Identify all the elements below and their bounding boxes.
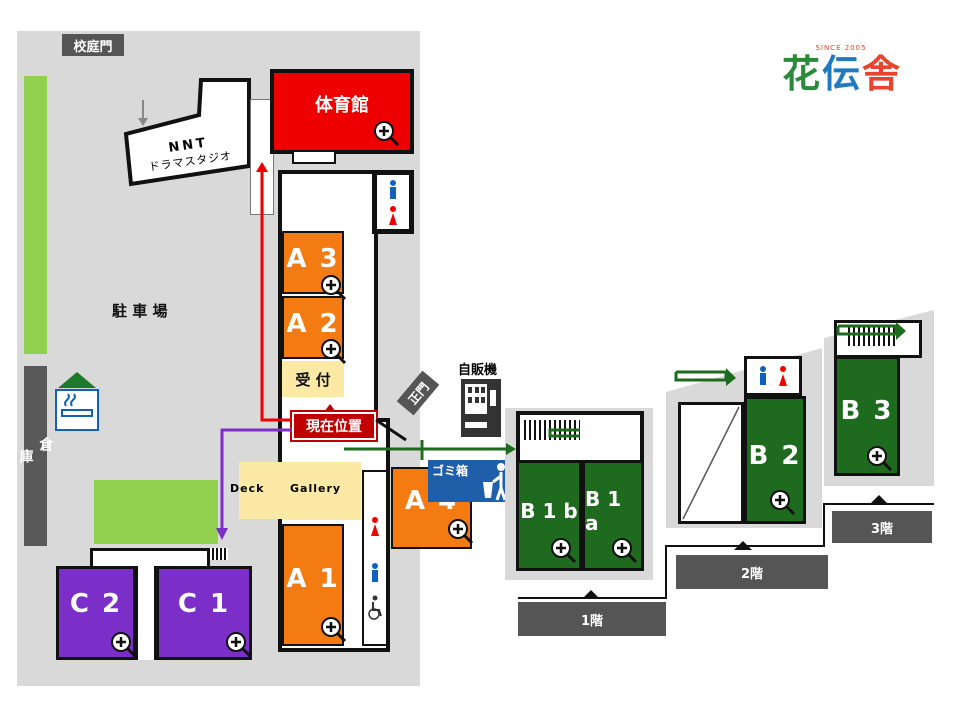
floor3-triangle (870, 495, 888, 504)
reception-label: 受 付 (295, 370, 331, 389)
storage-label-top: 倉 (37, 437, 54, 451)
green-strip (24, 76, 47, 354)
vending-machine-icon (461, 379, 501, 437)
room-c2-label: C 2 (69, 589, 123, 619)
room-a3-label: A 3 (286, 243, 340, 274)
room-b2[interactable]: B 2 (744, 396, 806, 524)
room-c2[interactable]: C 2 (56, 566, 136, 660)
trash-label: ゴミ箱 (432, 464, 469, 478)
current-position-badge: 現在位置 (290, 410, 378, 442)
b1-stairs (524, 420, 580, 440)
floor2-triangle (734, 541, 752, 550)
c-center-corridor (135, 566, 157, 660)
room-a3[interactable]: A 3 (282, 231, 344, 294)
c-stairs (208, 548, 228, 560)
room-b1a-label: B 1 a (585, 486, 622, 535)
restroom-lower (362, 470, 388, 646)
smoking-icon (55, 372, 99, 431)
room-a1[interactable]: A 1 (282, 524, 344, 646)
c-building-shell (90, 548, 210, 568)
gym-label: 体育館 (315, 94, 369, 116)
lawn-area (94, 480, 218, 544)
b3-stairs (848, 326, 898, 346)
room-a2[interactable]: A 2 (282, 296, 344, 359)
floor1-triangle (583, 590, 599, 598)
room-b1b[interactable]: B 1 b (516, 460, 582, 571)
gallery-label: Gallery (290, 482, 342, 495)
parking-label: 駐 車 場 (112, 302, 168, 320)
vending-machine[interactable] (460, 378, 502, 438)
room-b3[interactable]: B 3 (834, 356, 900, 476)
floor3-label: 3階 (832, 511, 932, 543)
floor1-label: 1階 (518, 602, 666, 636)
room-b1a[interactable]: B 1 a (582, 460, 644, 571)
trash-area[interactable]: ゴミ箱 (428, 460, 516, 502)
b2-stair-room (678, 402, 744, 524)
reception[interactable]: 受 付 (282, 361, 344, 397)
gymnasium[interactable]: 体育館 (270, 69, 414, 154)
room-b3-label: B 3 (840, 396, 894, 426)
gym-entrance (292, 150, 336, 164)
room-a1-label: A 1 (286, 564, 340, 594)
floor2-label: 2階 (676, 555, 828, 589)
school-gate-label: 校庭門 (62, 34, 124, 56)
room-c1[interactable]: C 1 (156, 566, 252, 660)
logo-char-3: 舎 (862, 52, 901, 96)
storage-building[interactable]: 倉 庫 (18, 366, 54, 546)
room-b1b-label: B 1 b (520, 498, 578, 523)
restroom-lower-icons (368, 517, 382, 620)
room-c1-label: C 1 (177, 589, 231, 619)
storage-label-bottom: 庫 (17, 449, 34, 463)
b2-restroom (744, 356, 802, 396)
trash-icon (482, 463, 507, 501)
logo-since: SINCE 2005 (815, 44, 867, 52)
gallery-area[interactable] (283, 462, 361, 520)
logo-char-1: 花 (781, 52, 820, 96)
brand-logo: SINCE 2005 花 伝 舎 (766, 44, 916, 108)
vending-label: 自販機 (458, 363, 498, 378)
room-b2-label: B 2 (748, 441, 802, 471)
restroom-icon (389, 180, 397, 225)
room-a2-label: A 2 (286, 308, 340, 339)
smoking-area[interactable] (54, 370, 100, 432)
logo-char-2: 伝 (821, 52, 860, 96)
restroom-upper (374, 172, 412, 232)
b2-restroom-icon (760, 366, 787, 386)
deck-label: Deck (230, 482, 265, 495)
